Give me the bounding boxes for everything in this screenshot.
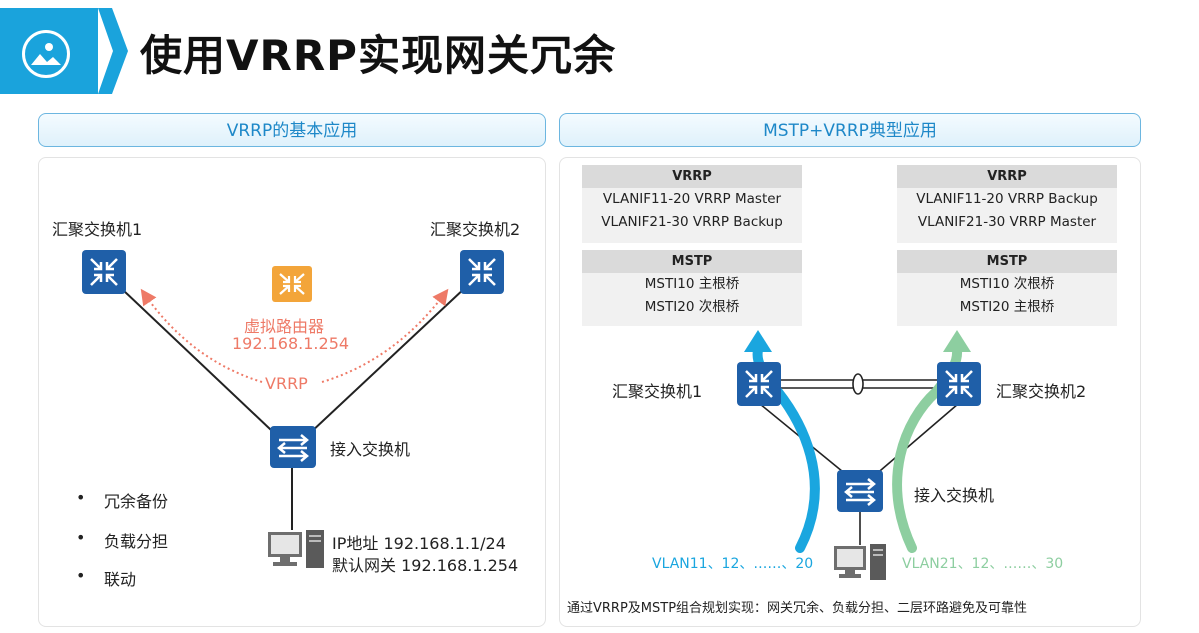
vrrp-box-row: VLANIF21-30 VRRP Backup: [601, 214, 783, 230]
switch-icon: [937, 362, 981, 406]
vrrp-box-row: VLANIF11-20 VRRP Backup: [916, 191, 1098, 207]
agg2-mstp-box: MSTP MSTI10 次根桥 MSTI20 主根桥: [897, 250, 1117, 326]
picture-icon: [22, 30, 70, 78]
vlan-left-label: VLAN11、12、……、20: [652, 556, 814, 572]
pc-default-gateway: 默认网关 192.168.1.254: [332, 556, 519, 575]
vrrp-box-title: VRRP: [897, 165, 1117, 188]
mstp-box-title: MSTP: [582, 250, 802, 273]
access-switch-label: 接入交换机: [914, 486, 995, 505]
vrrp-box-title: VRRP: [582, 165, 802, 188]
vrrp-arrow-right: [321, 288, 449, 383]
vrrp-label: VRRP: [265, 374, 308, 393]
pc-icon: [268, 530, 324, 568]
bullet-item: 冗余备份: [76, 488, 168, 512]
eth-trunk-marker: [852, 373, 864, 395]
switch-icon: [837, 470, 883, 512]
agg-switch2-label: 汇聚交换机2: [996, 382, 1087, 401]
pc-ip-address: IP地址 192.168.1.1/24: [332, 534, 506, 553]
page-title: 使用VRRP实现网关冗余: [140, 31, 616, 80]
right-section-header: MSTP+VRRP典型应用: [559, 113, 1141, 147]
agg1-vrrp-box: VRRP VLANIF11-20 VRRP Master VLANIF21-30…: [582, 165, 802, 243]
switch-icon: [82, 250, 126, 294]
arrow-up-icon: [744, 330, 772, 352]
bullet-item: 联动: [76, 566, 136, 590]
mstp-box-row: MSTI20 次根桥: [644, 299, 740, 315]
pc-icon: [834, 544, 886, 580]
agg-switch1-label: 汇聚交换机1: [52, 220, 143, 239]
switch-icon: [460, 250, 504, 294]
mstp-box-row: MSTI20 主根桥: [959, 299, 1055, 315]
vrrp-box-row: VLANIF11-20 VRRP Master: [602, 191, 782, 207]
virtual-router-label: 虚拟路由器: [244, 317, 325, 336]
mstp-box-row: MSTI10 主根桥: [644, 276, 740, 292]
vrrp-box-row: VLANIF21-30 VRRP Master: [917, 214, 1097, 230]
vlan-right-label: VLAN21、12、……、30: [902, 556, 1064, 572]
link-agg2-access: [873, 403, 959, 477]
switch-icon: [737, 362, 781, 406]
header-chevron: [98, 8, 128, 94]
agg-switch2-label: 汇聚交换机2: [430, 220, 521, 239]
footer-note: 通过VRRP及MSTP组合规划实现：网关冗余、负载分担、二层环路避免及可靠性: [567, 601, 1028, 616]
mstp-box-row: MSTI10 次根桥: [959, 276, 1055, 292]
link-agg1-access: [103, 271, 291, 449]
router-icon: [272, 266, 312, 302]
agg-switch1-label: 汇聚交换机1: [612, 382, 703, 401]
agg2-vrrp-box: VRRP VLANIF11-20 VRRP Backup VLANIF21-30…: [897, 165, 1117, 243]
virtual-router-ip: 192.168.1.254: [232, 334, 350, 353]
bullet-item: 负载分担: [76, 528, 168, 552]
arrow-up-icon: [943, 330, 971, 352]
switch-icon: [270, 426, 316, 468]
mstp-box-title: MSTP: [897, 250, 1117, 273]
access-switch-label: 接入交换机: [330, 440, 411, 459]
left-section-header: VRRP的基本应用: [38, 113, 546, 147]
link-agg2-access: [293, 271, 483, 449]
agg1-mstp-box: MSTP MSTI10 主根桥 MSTI20 次根桥: [582, 250, 802, 326]
